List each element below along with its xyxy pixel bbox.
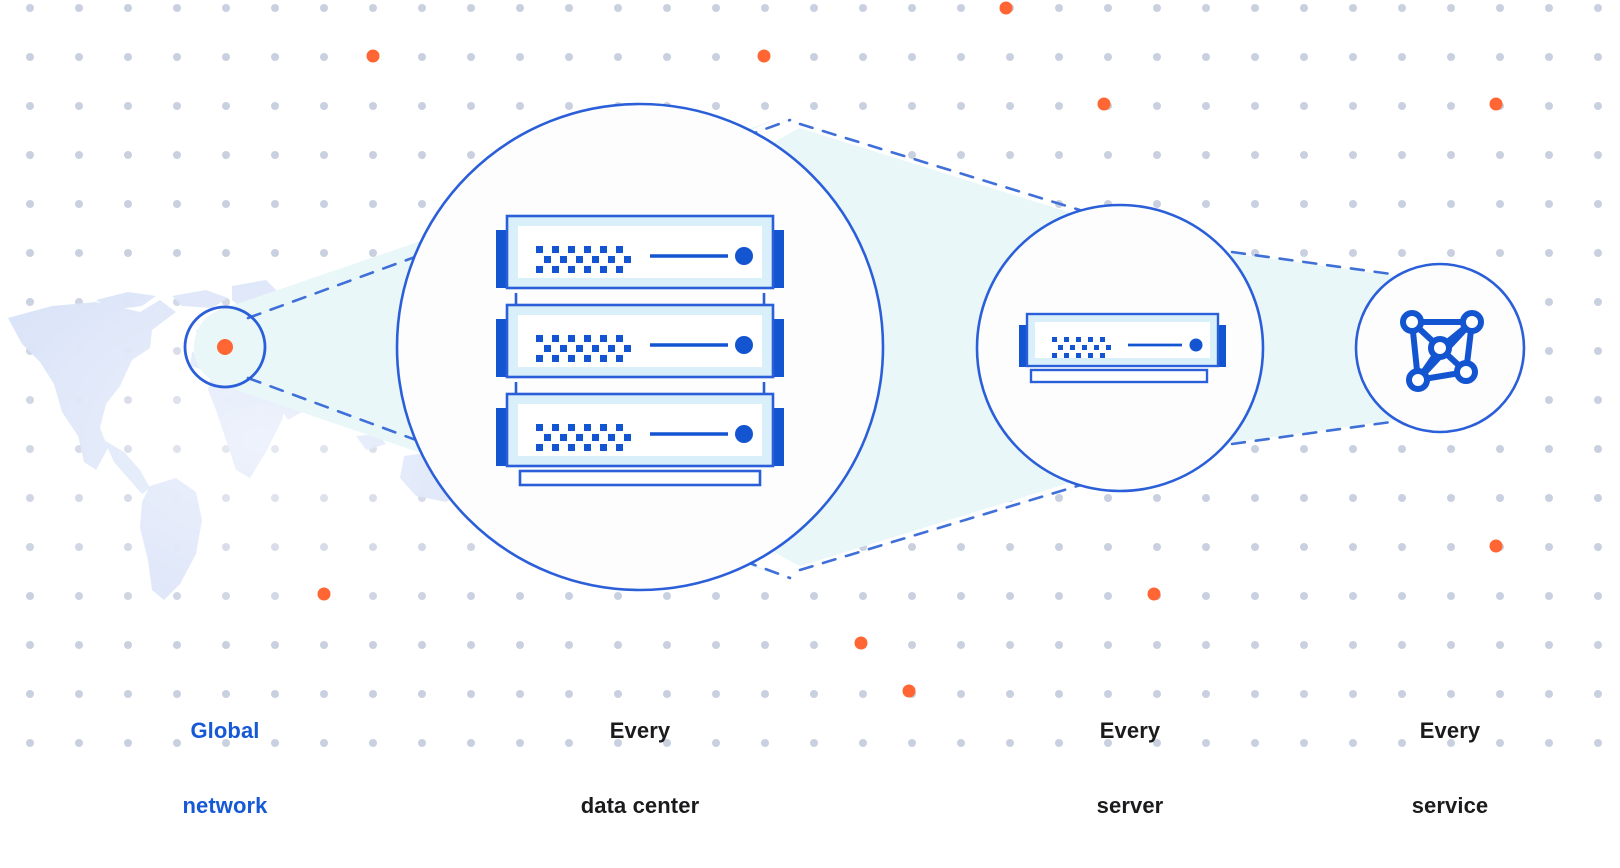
rack-unit-3 [496, 392, 784, 468]
highlight-dot [317, 587, 331, 601]
server-unit-base [1029, 368, 1209, 384]
rack-unit-2 [496, 303, 784, 394]
label-service: Every service [1350, 668, 1550, 868]
rack-unit-2-status-light [735, 336, 753, 354]
server-unit-leds [1052, 337, 1111, 358]
server-rack-icon [496, 214, 784, 487]
highlight-dot [999, 1, 1013, 15]
highlight-dots-layer [317, 1, 1503, 698]
rack-unit-1 [496, 214, 784, 305]
label-service-line2: service [1411, 793, 1489, 818]
map-location-marker [217, 339, 233, 355]
label-data-center-line2: data center [580, 793, 700, 818]
highlight-dot [1097, 97, 1111, 111]
highlight-dot [1489, 97, 1503, 111]
highlight-dot [757, 49, 771, 63]
highlight-dot [902, 684, 916, 698]
rack-unit-3-status-light [735, 425, 753, 443]
label-global-network-line1: Global [190, 718, 260, 743]
label-data-center: Every data center [520, 668, 760, 868]
label-server-line1: Every [1099, 718, 1161, 743]
label-server-line2: server [1096, 793, 1164, 818]
highlight-dot [1147, 587, 1161, 601]
rack-unit-1-leds [536, 246, 631, 273]
network-graph-icon [1400, 310, 1484, 392]
rack-unit-3-leds [536, 424, 631, 451]
highlight-dot [1489, 539, 1503, 553]
network-graph-nodes [1400, 310, 1484, 392]
diagram-canvas: Global network Every data center Every s… [0, 0, 1620, 818]
label-server: Every server [1030, 668, 1230, 868]
rack-unit-1-status-light [735, 247, 753, 265]
label-global-network: Global network [125, 668, 325, 868]
server-unit-status-light [1189, 338, 1203, 352]
label-service-line1: Every [1419, 718, 1481, 743]
server-unit-icon [1019, 312, 1226, 384]
rack-base [518, 469, 762, 487]
label-data-center-line1: Every [609, 718, 671, 743]
label-global-network-line2: network [182, 793, 268, 818]
rack-unit-2-leds [536, 335, 631, 362]
highlight-dots [317, 1, 1503, 698]
highlight-dot [366, 49, 380, 63]
highlight-dot [854, 636, 868, 650]
circle-global-network [183, 305, 267, 389]
